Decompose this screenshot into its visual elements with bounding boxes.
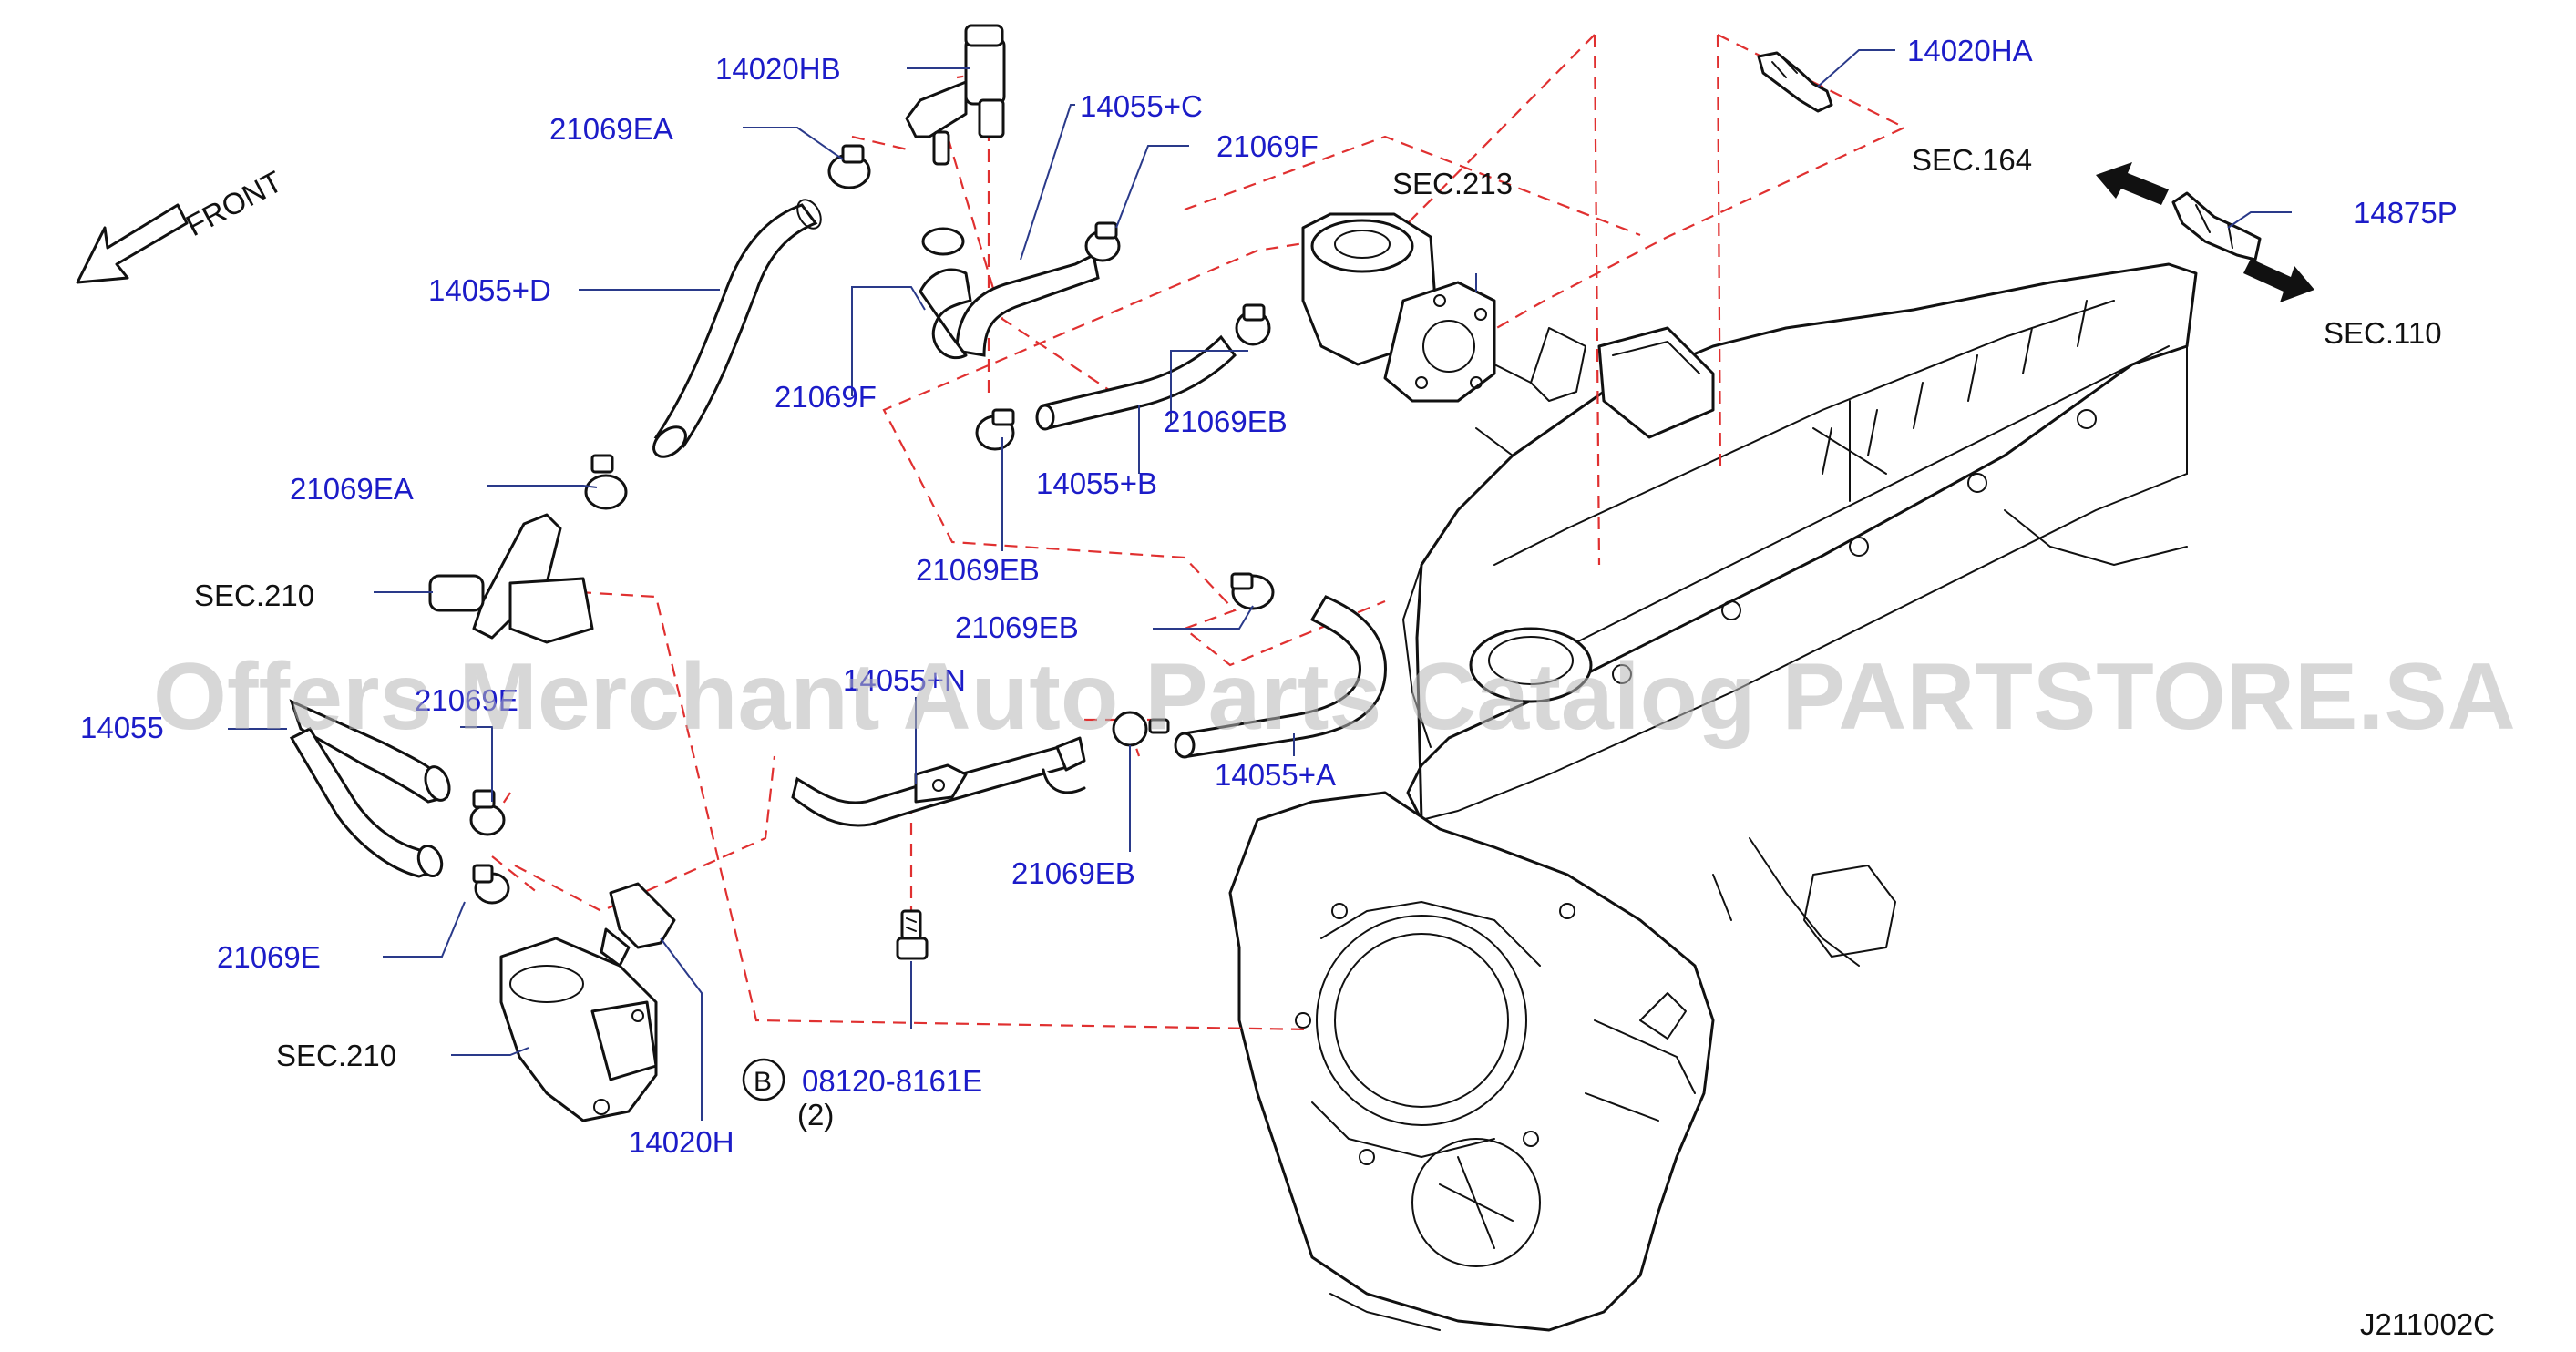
label-14020ha[interactable]: 14020HA bbox=[1907, 34, 2033, 67]
callout-leaders bbox=[228, 49, 2292, 1121]
sensor-14020ha[interactable] bbox=[1757, 51, 1833, 113]
label-08120-8161e[interactable]: 08120-8161E bbox=[802, 1064, 982, 1098]
label-sec110[interactable]: SEC.110 bbox=[2324, 316, 2442, 350]
hose-14055-c[interactable] bbox=[919, 227, 1100, 360]
label-callout-b: B bbox=[754, 1067, 772, 1097]
label-14055[interactable]: 14055 bbox=[80, 711, 164, 744]
clamp-21069f-top[interactable] bbox=[1084, 221, 1121, 262]
clamp-21069eb-low[interactable] bbox=[1230, 572, 1275, 610]
fitting-sec210-top[interactable] bbox=[428, 513, 594, 644]
label-sec210-top[interactable]: SEC.210 bbox=[194, 579, 314, 612]
clamp-21069e-upper[interactable] bbox=[469, 789, 506, 836]
label-21069ea-mid[interactable]: 21069EA bbox=[290, 472, 414, 506]
label-sec210-bottom[interactable]: SEC.210 bbox=[276, 1039, 396, 1072]
label-21069eb-right[interactable]: 21069EB bbox=[1164, 405, 1288, 438]
label-sec164[interactable]: SEC.164 bbox=[1912, 143, 2032, 177]
label-21069e-hidden[interactable]: 21069E bbox=[415, 683, 518, 717]
tube-14055-n[interactable] bbox=[791, 736, 1086, 827]
hose-14055-d[interactable] bbox=[648, 196, 826, 463]
arrow-to-sec110-icon bbox=[2243, 259, 2314, 302]
arrow-to-sec164-icon bbox=[2096, 162, 2169, 205]
hose-14055[interactable] bbox=[289, 699, 454, 879]
label-14020hb[interactable]: 14020HB bbox=[715, 52, 841, 86]
sensor-14020h[interactable] bbox=[600, 882, 676, 968]
diagram-code: J211002C bbox=[2360, 1307, 2495, 1341]
clamp-21069eb-right[interactable] bbox=[1235, 303, 1271, 346]
label-21069eb-bottom[interactable]: 21069EB bbox=[1011, 856, 1135, 890]
transmission-illustration bbox=[1228, 791, 1715, 1332]
front-arrow-icon bbox=[76, 203, 189, 284]
label-14055d[interactable]: 14055+D bbox=[428, 273, 551, 307]
clamp-21069e[interactable] bbox=[472, 864, 510, 905]
part-labels: 14020HB 21069EA 14055+C 21069F 14020HA S… bbox=[80, 34, 2495, 1341]
clamp-21069ea-top[interactable] bbox=[827, 144, 871, 189]
label-qty: (2) bbox=[797, 1098, 834, 1132]
label-21069f-mid[interactable]: 21069F bbox=[775, 380, 877, 414]
clamp-21069ea-mid[interactable] bbox=[584, 454, 628, 510]
label-front: FRONT bbox=[180, 164, 288, 242]
label-14055c[interactable]: 14055+C bbox=[1080, 89, 1203, 123]
fitting-14875p[interactable] bbox=[2171, 191, 2262, 261]
clamp-21069eb-mid[interactable] bbox=[975, 408, 1015, 451]
hose-14055-a[interactable] bbox=[1174, 595, 1387, 759]
hose-14055-b[interactable] bbox=[1035, 334, 1237, 431]
label-21069ea-top[interactable]: 21069EA bbox=[549, 112, 673, 146]
label-14020h[interactable]: 14020H bbox=[629, 1125, 734, 1159]
callout-b-circle bbox=[742, 1058, 785, 1101]
label-14875p[interactable]: 14875P bbox=[2354, 196, 2458, 230]
label-sec213[interactable]: SEC.213 bbox=[1392, 167, 1513, 200]
watermark-text: Offers Merchant Auto Parts Catalog PARTS… bbox=[153, 644, 2516, 750]
label-14055n[interactable]: 14055+N bbox=[843, 663, 966, 697]
label-21069eb-mid[interactable]: 21069EB bbox=[916, 553, 1040, 587]
valve-14020hb[interactable] bbox=[905, 24, 1006, 166]
label-21069f-top[interactable]: 21069F bbox=[1216, 129, 1319, 163]
throttle-body-sec213[interactable] bbox=[1301, 212, 1496, 403]
label-14055a[interactable]: 14055+A bbox=[1215, 758, 1336, 792]
outlet-sec210-bottom[interactable] bbox=[499, 937, 658, 1122]
label-21069e[interactable]: 21069E bbox=[217, 940, 321, 974]
label-21069eb-low[interactable]: 21069EB bbox=[955, 610, 1079, 644]
bolt-08120-8161e[interactable] bbox=[896, 909, 929, 960]
label-14055b[interactable]: 14055+B bbox=[1036, 466, 1157, 500]
engine-illustration bbox=[1311, 262, 2198, 967]
